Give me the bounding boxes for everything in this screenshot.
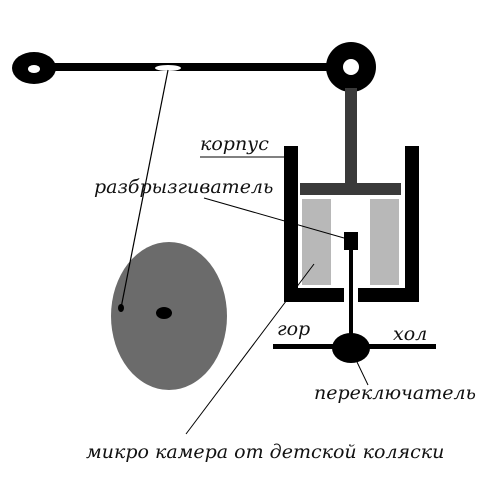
- leader-camera: [185, 263, 315, 435]
- label-switch: переключатель: [314, 382, 476, 404]
- switch-valve: [332, 333, 370, 363]
- liner-right: [370, 199, 399, 285]
- sprayer-nozzle: [344, 232, 358, 250]
- valve-stem: [349, 250, 353, 350]
- leader-switch: [356, 361, 369, 386]
- housing-bottom-right: [358, 288, 419, 302]
- liner-left: [302, 199, 331, 285]
- lever-arm: [12, 42, 376, 92]
- lever-bar: [40, 63, 340, 71]
- housing-bottom-left: [284, 288, 344, 302]
- chamber-valve: [156, 307, 172, 319]
- housing: [284, 146, 419, 302]
- leader-sprayer: [203, 197, 345, 239]
- label-hot: гор: [277, 318, 310, 340]
- tether-line: [120, 69, 169, 309]
- piston-rod: [345, 88, 357, 186]
- piston-plate: [300, 183, 401, 195]
- lever-left-hole: [28, 65, 40, 73]
- lever-pivot-slot: [155, 65, 181, 71]
- label-housing: корпус: [200, 133, 269, 155]
- lever-right-hole: [343, 59, 359, 75]
- label-sprayer: разбрызгиватель: [94, 176, 273, 198]
- housing-right-wall: [405, 146, 419, 302]
- label-cold: хол: [393, 323, 427, 345]
- label-camera: микро камера от детской коляски: [86, 441, 444, 463]
- housing-left-wall: [284, 146, 298, 302]
